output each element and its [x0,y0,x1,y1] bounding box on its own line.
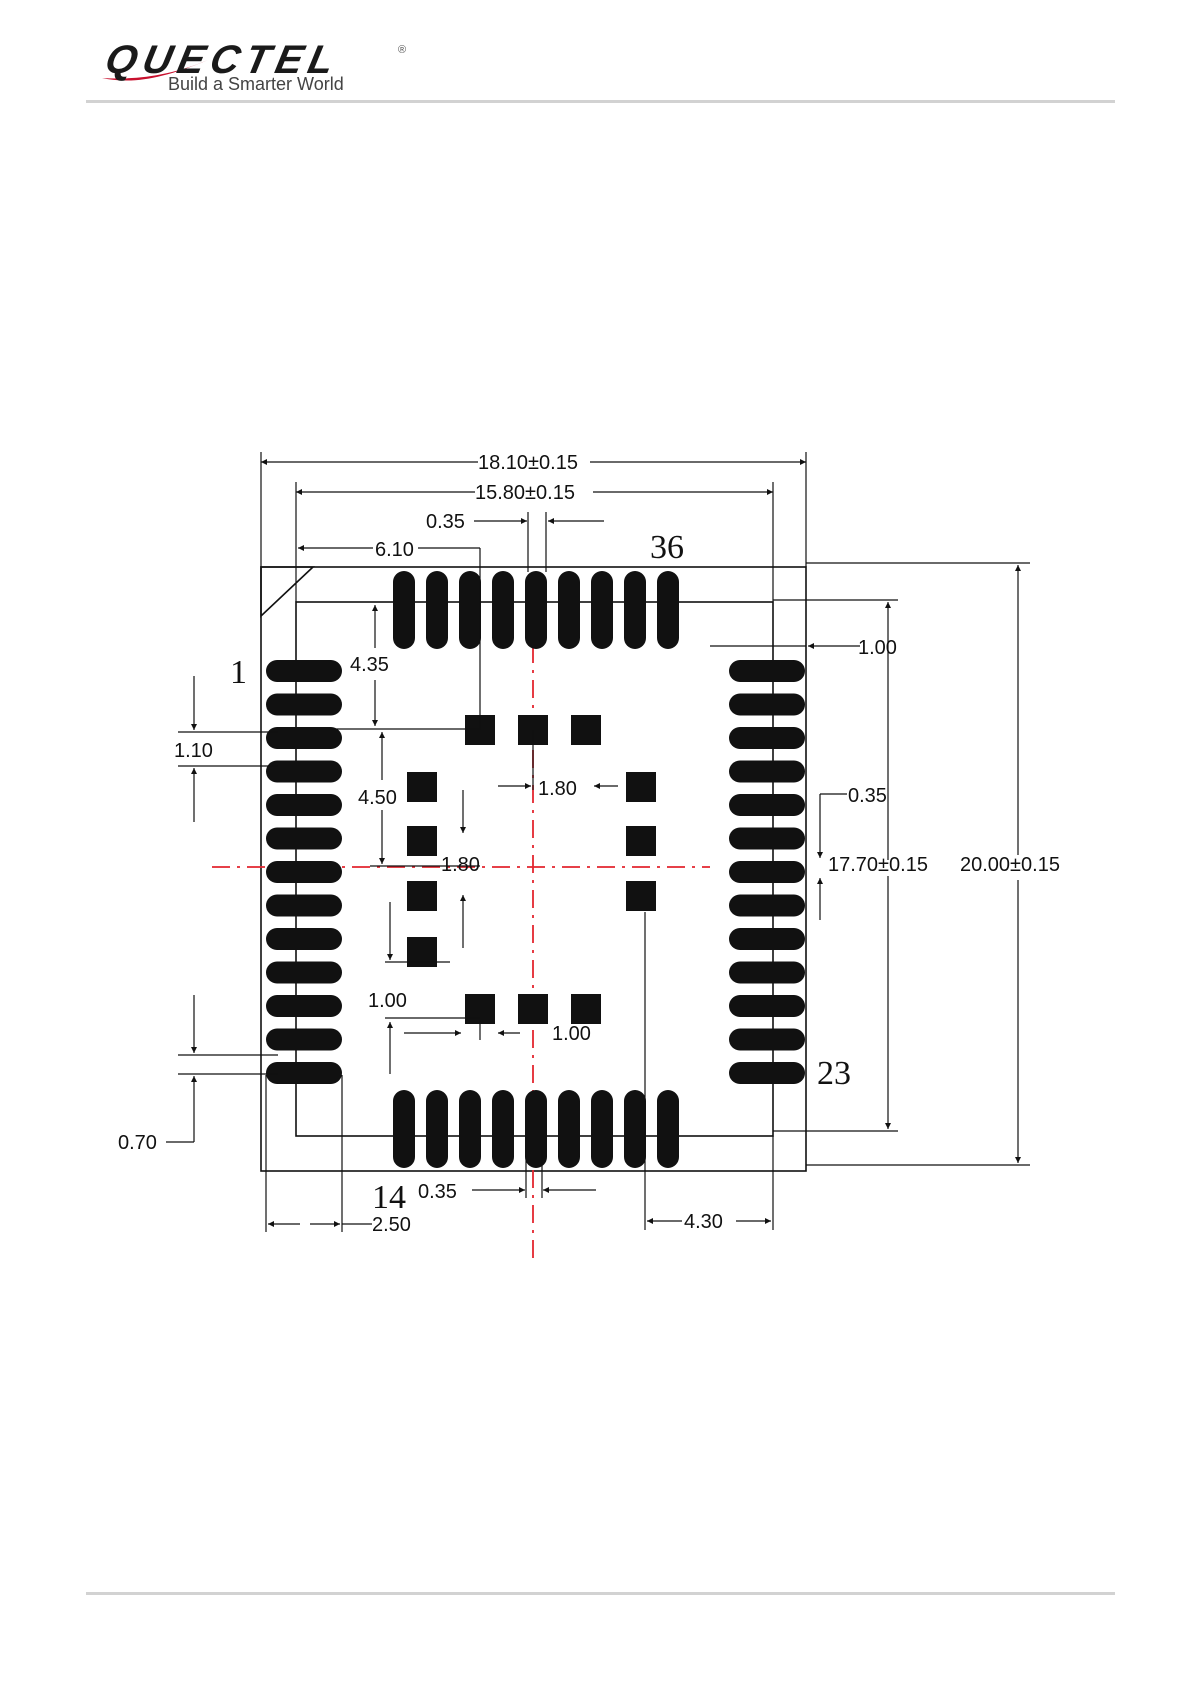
dim-pad-size-v [385,902,480,1074]
center-pad [407,826,437,856]
dim-label-pad-size-v: 1.00 [368,990,407,1012]
right-pad [729,962,805,984]
center-pad [518,994,548,1024]
dim-label-right-edge: 1.00 [858,637,897,659]
dim-label-center-spacing-h: 1.80 [538,778,577,800]
top-pad [393,571,415,649]
top-pad [492,571,514,649]
top-pad [426,571,448,649]
dim-label-pad-span: 2.50 [372,1214,411,1236]
pin-label-14: 14 [372,1179,406,1216]
dim-label-top-offset: 6.10 [375,539,414,561]
dim-label-center-pad-gap: 4.50 [358,787,397,809]
bottom-pad [393,1090,415,1168]
bottom-pad [459,1090,481,1168]
dim-label-overall-height: 20.00±0.15 [960,854,1060,876]
bottom-pad [558,1090,580,1168]
bottom-pad [657,1090,679,1168]
dim-label-right-pad-width: 0.35 [848,785,887,807]
dim-label-bottom-offset: 4.30 [684,1211,723,1233]
left-pad [266,694,342,716]
center-pad [407,881,437,911]
center-pad [407,772,437,802]
dim-label-pad-top-gap: 4.35 [350,654,389,676]
right-pad [729,928,805,950]
right-pad [729,761,805,783]
dim-label-pad-size-h: 1.00 [552,1023,591,1045]
dim-label-top-pad-width: 0.35 [426,511,465,533]
right-pad [729,660,805,682]
top-pad [657,571,679,649]
bottom-pad [591,1090,613,1168]
dim-pad-span [266,1075,372,1232]
left-pad [266,962,342,984]
dim-label-overall-width: 18.10±0.15 [478,452,578,474]
top-pad [591,571,613,649]
bottom-pad [624,1090,646,1168]
center-pad [571,994,601,1024]
left-pad [266,761,342,783]
bottom-pad [492,1090,514,1168]
top-pad [624,571,646,649]
left-pad [266,794,342,816]
left-pad [266,828,342,850]
dim-label-bottom-pad-width: 0.35 [418,1181,457,1203]
pin-label-23: 23 [817,1055,851,1092]
dim-label-inner-width: 15.80±0.15 [475,482,575,504]
top-pad [525,571,547,649]
center-pad [626,881,656,911]
inner-outline [296,602,773,1136]
right-pad [729,1029,805,1051]
center-pad [465,994,495,1024]
left-pad-column [266,660,342,1084]
pin1-marker [261,567,313,616]
right-pad [729,895,805,917]
right-pad [729,995,805,1017]
pin-label-36: 36 [650,529,684,566]
footer-rule [86,1592,1115,1595]
right-pad [729,828,805,850]
left-pad [266,995,342,1017]
left-pad [266,1062,342,1084]
bottom-pad [525,1090,547,1168]
left-pad [266,861,342,883]
center-pad [571,715,601,745]
left-pad [266,660,342,682]
dim-label-left-pad-length: 0.70 [118,1132,157,1154]
dim-label-left-pitch: 1.10 [174,740,213,762]
left-pad [266,895,342,917]
dim-label-center-spacing-v: 1.80 [441,854,480,876]
pin-label-1: 1 [230,654,247,691]
dim-pad-size-h [404,1020,520,1040]
left-pad [266,928,342,950]
right-pad [729,1062,805,1084]
right-pad [729,794,805,816]
dim-top-pad-width [474,512,604,572]
right-pad [729,727,805,749]
center-pad [626,772,656,802]
right-pad [729,694,805,716]
center-pad [626,826,656,856]
bottom-pad-row [393,1090,679,1168]
dim-label-inner-height: 17.70±0.15 [828,854,928,876]
left-pad [266,727,342,749]
top-pad-row [393,571,679,649]
left-pad [266,1029,342,1051]
top-pad [459,571,481,649]
right-pad [729,861,805,883]
bottom-pad [426,1090,448,1168]
top-pad [558,571,580,649]
right-pad-column [729,660,805,1084]
